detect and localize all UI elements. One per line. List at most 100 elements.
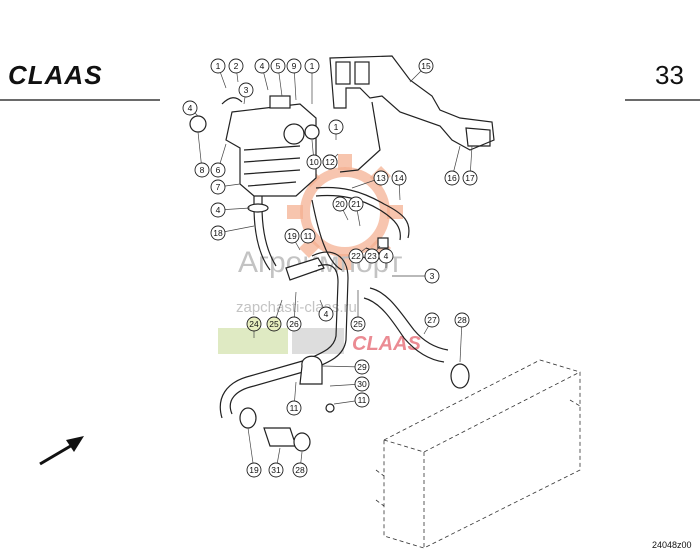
callout-label: 26: [289, 319, 299, 329]
callout-circle[interactable]: [378, 248, 394, 264]
callout-circle[interactable]: [268, 462, 284, 478]
page-number: 33: [655, 60, 684, 90]
callout-label: 27: [427, 315, 437, 325]
callout-circle[interactable]: [373, 170, 389, 186]
intercooler-outline: [383, 359, 581, 549]
callout-circle[interactable]: [194, 162, 210, 178]
callout-circle[interactable]: [246, 316, 262, 332]
bracket-foot: [465, 127, 491, 147]
mounting-bracket: [329, 55, 495, 151]
callout-circle[interactable]: [266, 316, 282, 332]
callout-circle[interactable]: [318, 306, 334, 322]
callout-circle[interactable]: [424, 268, 440, 284]
callout-circle[interactable]: [228, 58, 244, 74]
callout-circle[interactable]: [418, 58, 434, 74]
upper-pipe-outer: [315, 186, 410, 239]
callout-label: 4: [324, 309, 329, 319]
intercooler-top-edge: [383, 371, 581, 453]
callout-label: 20: [335, 199, 345, 209]
grommet: [304, 124, 320, 140]
callout-circle[interactable]: [350, 316, 366, 332]
callout-circle[interactable]: [306, 154, 322, 170]
bracket-slot-2: [354, 61, 370, 85]
intercooler-tabs: [375, 399, 581, 507]
brand-logo: CLAAS: [8, 60, 103, 90]
callout-label: 11: [358, 395, 367, 405]
callout-circle[interactable]: [354, 392, 370, 408]
callout-label: 14: [394, 173, 404, 183]
callout-circle[interactable]: [332, 196, 348, 212]
callout-circle[interactable]: [328, 119, 344, 135]
callout-circle[interactable]: [354, 376, 370, 392]
callout-circle[interactable]: [210, 58, 226, 74]
hex-nut: [189, 115, 207, 133]
callout-circle[interactable]: [292, 462, 308, 478]
callout-circle[interactable]: [210, 225, 226, 241]
callout-label: 15: [421, 61, 431, 71]
callout-label: 4: [384, 251, 389, 261]
callout-label: 8: [200, 165, 205, 175]
callout-circle[interactable]: [238, 82, 254, 98]
callout-circle[interactable]: [462, 170, 478, 186]
expansion-tank: [225, 103, 317, 197]
callout-circle[interactable]: [348, 196, 364, 212]
callout-label: 1: [334, 122, 339, 132]
vent-line: [311, 199, 343, 271]
tank-port: [283, 123, 305, 145]
watermark-gray-block: [292, 328, 344, 354]
watermark-green-block: [218, 328, 288, 354]
callout-circle[interactable]: [210, 202, 226, 218]
callout-label: 4: [260, 61, 265, 71]
drawing: [39, 55, 581, 549]
callout-label: 1: [216, 61, 221, 71]
callout-label: 23: [367, 251, 377, 261]
callout-circle[interactable]: [286, 400, 302, 416]
callout-label: 7: [216, 182, 221, 192]
callout-label: 21: [351, 199, 361, 209]
callout-label: 25: [269, 319, 279, 329]
callout-circle[interactable]: [254, 58, 270, 74]
callout-circle[interactable]: [304, 58, 320, 74]
callout-circle[interactable]: [354, 359, 370, 375]
callout-label: 30: [357, 379, 367, 389]
callout-circle[interactable]: [348, 248, 364, 264]
tank-ribs: [243, 145, 301, 187]
callout-label: 3: [430, 271, 435, 281]
callout-label: 19: [287, 231, 297, 241]
header: CLAAS 33: [0, 60, 700, 101]
watermark-url: zapchasti-claas.ru: [236, 299, 357, 316]
bracket-slot-1: [335, 61, 351, 85]
callout-label: 2: [234, 61, 239, 71]
callout-label: 18: [213, 228, 223, 238]
callout-circle[interactable]: [424, 312, 440, 328]
callout-label: 17: [465, 173, 475, 183]
hose-27-inner: [363, 297, 445, 363]
callout-circle[interactable]: [300, 228, 316, 244]
callout-circle[interactable]: [286, 316, 302, 332]
callout-label: 11: [290, 403, 299, 413]
direction-arrow-icon: [39, 436, 84, 466]
callout-circle[interactable]: [182, 100, 198, 116]
callout-circle[interactable]: [246, 462, 262, 478]
callout-label: 24: [249, 319, 259, 329]
callout-label: 12: [325, 157, 335, 167]
callout-label: 25: [353, 319, 363, 329]
callout-label: 22: [351, 251, 361, 261]
callout-label: 11: [304, 231, 313, 241]
callout-circle[interactable]: [444, 170, 460, 186]
callout-circle[interactable]: [210, 162, 226, 178]
callout-circle[interactable]: [322, 154, 338, 170]
callout-label: 16: [447, 173, 457, 183]
callout-label: 4: [216, 205, 221, 215]
callout-label: 19: [249, 465, 259, 475]
callout-circle[interactable]: [284, 228, 300, 244]
callout-circle[interactable]: [454, 312, 470, 328]
callout-circle[interactable]: [391, 170, 407, 186]
callout-circle[interactable]: [210, 179, 226, 195]
callout-circle[interactable]: [286, 58, 302, 74]
callout-circle[interactable]: [270, 58, 286, 74]
callout-label: 1: [310, 61, 315, 71]
hose-clamp-28-lower: [293, 432, 311, 452]
lower-hose-24-inner: [219, 264, 339, 419]
